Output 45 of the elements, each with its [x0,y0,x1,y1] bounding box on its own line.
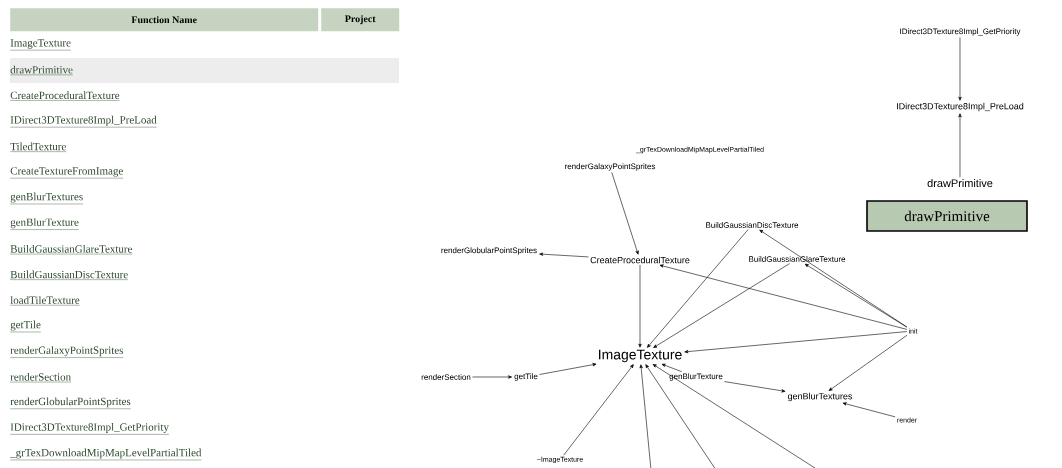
arrow [759,229,908,328]
link-text: BuildGaussianGlareTexture [10,244,133,255]
arrow [611,172,639,255]
link-text: TiledTexture [10,142,67,152]
header-cell: Function Name [10,8,319,32]
arrow [828,334,908,391]
link-text: renderGlobularPointSprites [10,397,131,409]
link-text: genBlurTexture [10,218,79,230]
link-text: genBlurTextures [10,192,84,205]
link-text: loadTileTexture [10,296,80,306]
arrow [724,381,786,393]
arrow [645,364,717,468]
function-label: genBlurTextures [788,392,853,402]
link-text: renderGalaxyPointSprites [10,346,124,358]
arrow [659,264,908,330]
link-text: renderSection [10,372,72,383]
arrow [684,331,908,354]
link-text: getTile [10,320,42,333]
link-text: IDirect3DTexture8Impl_PreLoad [10,115,157,128]
arrow [539,252,589,258]
arrow [958,37,962,101]
link-text: BuildGaussianDiscTexture [10,270,129,280]
link-text: drawPrimitive [10,65,74,76]
arrow [804,263,908,328]
function-box: drawPrimitive [866,200,1028,232]
function-label: drawPrimitive [927,178,993,187]
header-cell: Project [321,8,400,32]
link-text: _grTexDownloadMipMapLevelPartialTiled [10,448,202,461]
arrow [647,229,749,348]
arrow [539,363,597,375]
arrow [958,113,962,178]
arrow [638,264,642,348]
arrow [842,402,896,418]
arrow [563,364,634,456]
function-label: ImageTexture [599,349,682,363]
arrow [639,364,652,468]
arrow [472,375,512,379]
arrow [661,363,682,372]
link-text: CreateProceduralTexture [10,91,120,101]
function-label: CreateProceduralTexture [590,256,690,264]
function-label: IDirect3DTexture8Impl_PreLoad [897,102,1024,112]
link-text: ImageTexture [10,39,72,51]
link-text: CreateTextureFromImage [10,167,124,179]
link-text: IDirect3DTexture8Impl_GetPriority [10,423,170,435]
arrow [653,263,790,348]
